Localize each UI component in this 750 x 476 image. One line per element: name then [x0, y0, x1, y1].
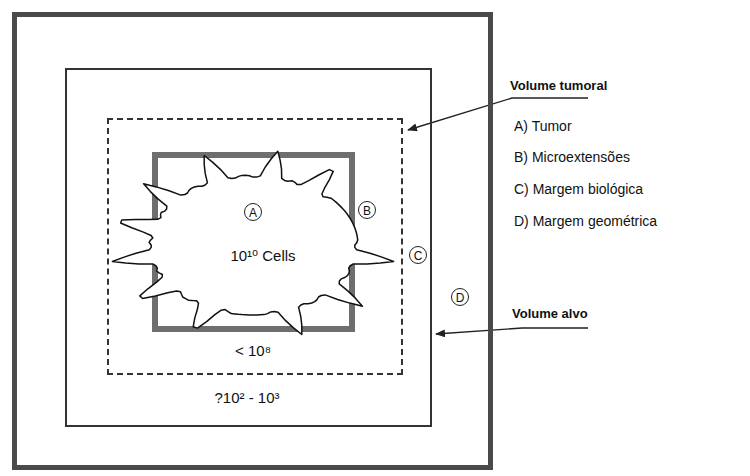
leader-line	[436, 328, 588, 334]
legend-text: D) Margem geométrica	[514, 213, 657, 229]
legend-text: A) Tumor	[514, 118, 572, 134]
volume-label: Volume alvo	[512, 306, 588, 321]
cell-count: 10¹⁰ Cells	[228, 247, 297, 265]
tumor-outline	[112, 151, 393, 334]
callout-letter: A	[244, 203, 262, 221]
callout-letter: C	[409, 246, 427, 264]
legend-text: B) Microextensões	[514, 149, 630, 165]
outer-frame: D C ?10² - 10³ B < 10⁸ A 10¹⁰ Cells	[12, 12, 493, 470]
legend-text: C) Margem biológica	[514, 181, 643, 197]
target-volume: C ?10² - 10³ B < 10⁸ A 10¹⁰ Cells	[65, 68, 432, 427]
cell-count: < 10⁸	[233, 342, 273, 359]
tumor: A 10¹⁰ Cells	[152, 152, 355, 332]
callout-letter: B	[358, 201, 376, 219]
volume-label: Volume tumoral	[510, 78, 607, 93]
cell-count: ?10² - 10³	[212, 389, 281, 406]
tumor-volume: B < 10⁸ A 10¹⁰ Cells	[107, 118, 403, 375]
callout-letter: D	[451, 288, 469, 306]
